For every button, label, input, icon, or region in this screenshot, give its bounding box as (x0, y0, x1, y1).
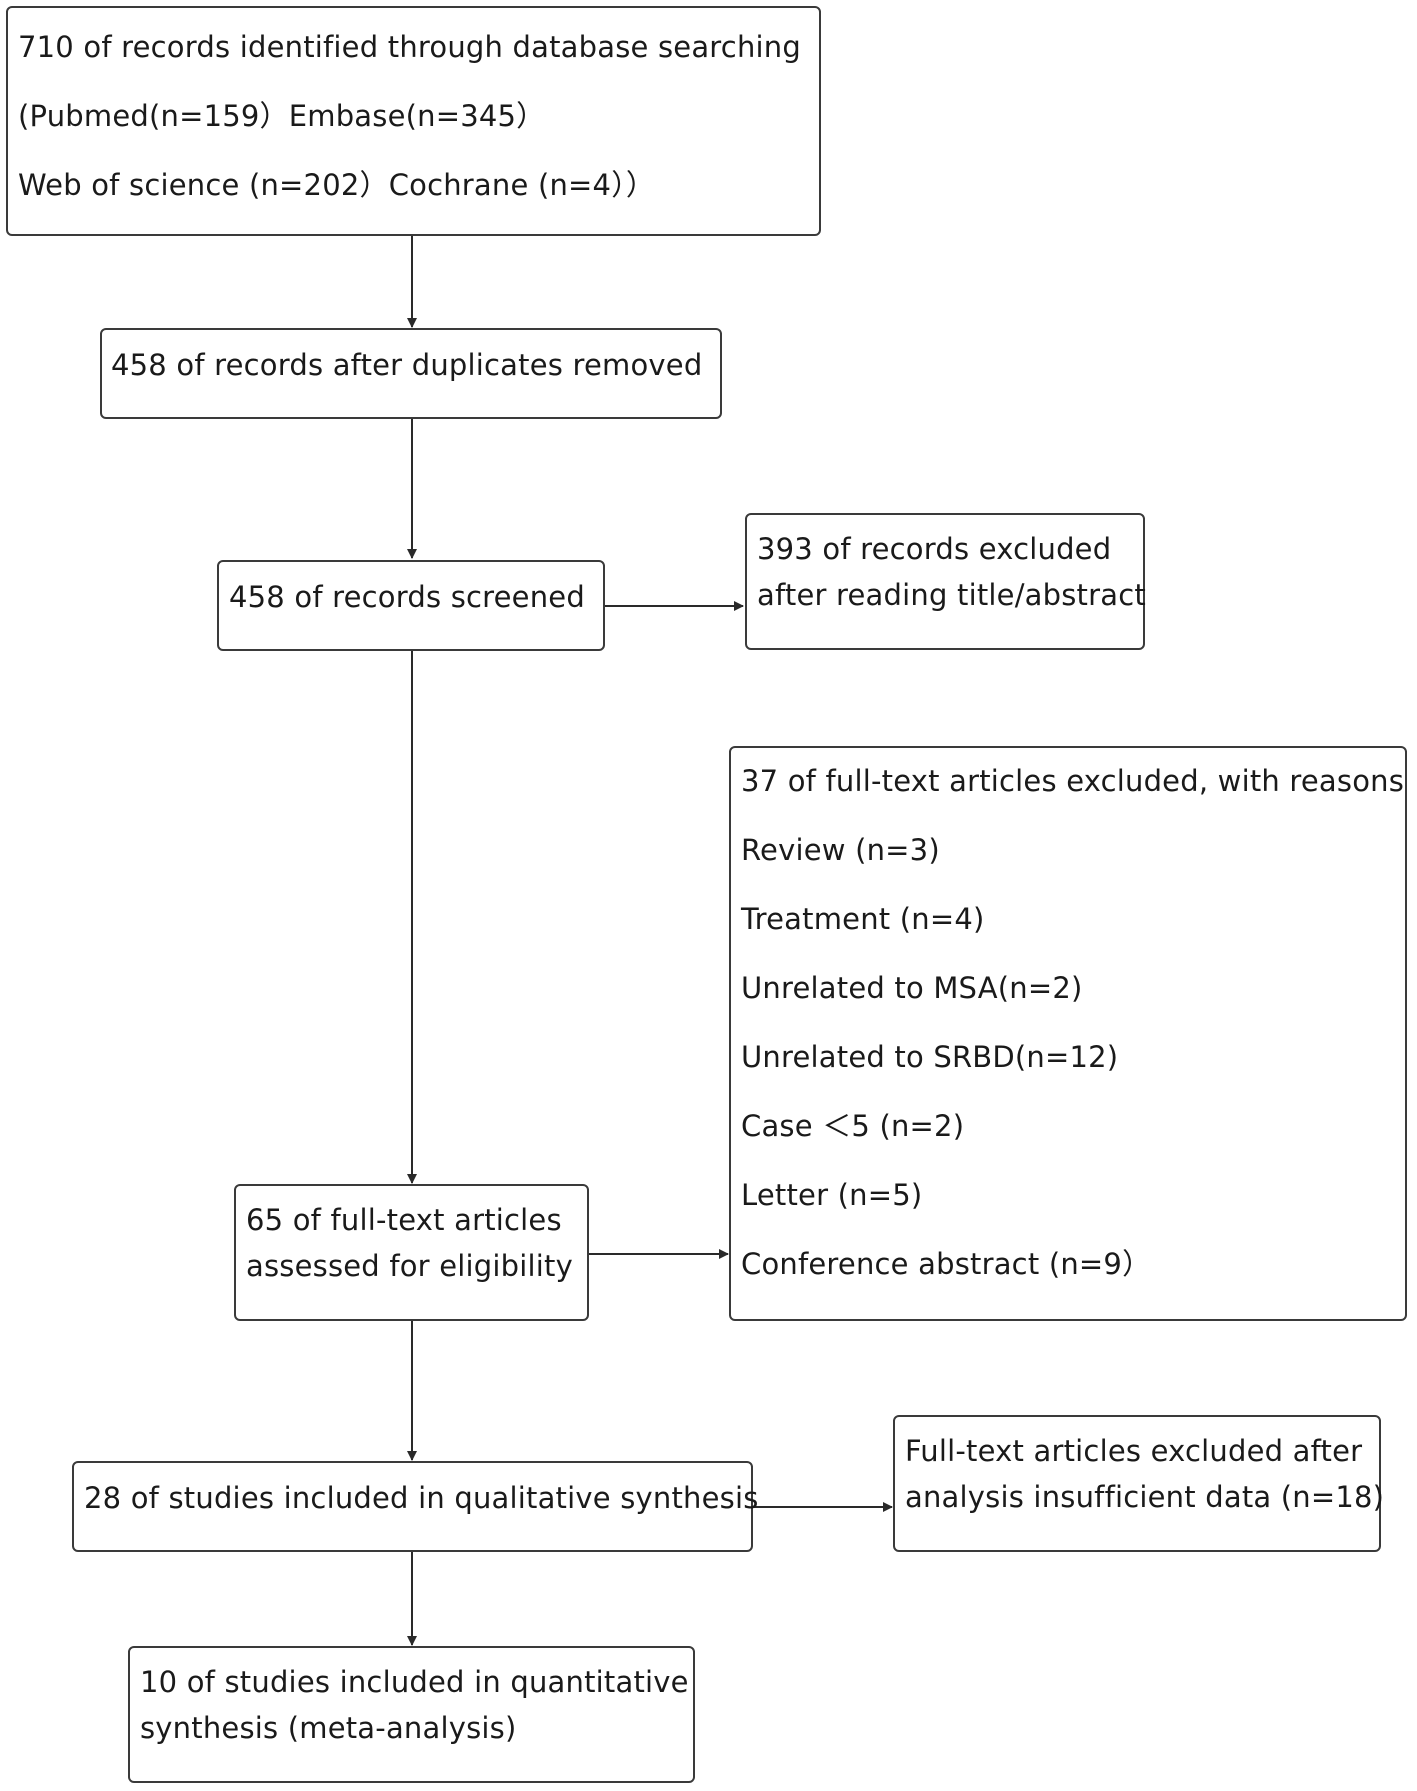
reasons-line-5: Unrelated to SRBD(n=12) (741, 1040, 1119, 1074)
duplicates-line-1: 458 of records after duplicates removed (111, 348, 703, 382)
quantitative-line-1: 10 of studies included in quantitative (140, 1665, 689, 1699)
box-quantitative-synthesis: 10 of studies included in quantitative s… (128, 1646, 695, 1783)
reasons-line-6: Case ＜5 (n=2) (741, 1109, 965, 1143)
box-excluded-title-abstract: 393 of records excluded after reading ti… (745, 513, 1146, 650)
reasons-line-7: Letter (n=5) (741, 1178, 923, 1212)
reasons-line-3: Treatment (n=4) (741, 902, 985, 936)
identified-line-3: Web of science (n=202）Cochrane (n=4）） (18, 168, 656, 202)
reasons-line-1: 37 of full-text articles excluded, with … (741, 764, 1405, 798)
excluded-ta-line-1: 393 of records excluded (757, 532, 1112, 566)
qualitative-line-1: 28 of studies included in qualitative sy… (84, 1481, 759, 1515)
box-fulltext-excluded-reasons: 37 of full-text articles excluded, with … (729, 746, 1407, 1321)
reasons-line-8: Conference abstract (n=9） (741, 1247, 1152, 1281)
insufficient-line-1: Full-text articles excluded after (905, 1434, 1363, 1468)
assessed-line-1: 65 of full-text articles (246, 1203, 562, 1237)
identified-line-2: (Pubmed(n=159）Embase(n=345） (18, 99, 546, 133)
box-records-identified: 710 of records identified through databa… (6, 6, 821, 236)
quantitative-line-2: synthesis (meta-analysis) (140, 1711, 517, 1745)
box-records-screened: 458 of records screened (217, 560, 605, 651)
assessed-line-2: assessed for eligibility (246, 1249, 573, 1283)
box-excluded-insufficient-data: Full-text articles excluded after analys… (893, 1415, 1385, 1552)
box-fulltext-assessed: 65 of full-text articles assessed for el… (234, 1184, 589, 1321)
box-duplicates-removed: 458 of records after duplicates removed (100, 328, 722, 419)
screened-line-1: 458 of records screened (229, 580, 585, 614)
box-qualitative-synthesis: 28 of studies included in qualitative sy… (72, 1461, 758, 1552)
excluded-ta-line-2: after reading title/abstract (757, 578, 1146, 612)
insufficient-line-2: analysis insufficient data (n=18) (905, 1480, 1385, 1514)
reasons-line-4: Unrelated to MSA(n=2) (741, 971, 1083, 1005)
reasons-line-2: Review (n=3) (741, 833, 940, 867)
identified-line-1: 710 of records identified through databa… (18, 30, 801, 64)
